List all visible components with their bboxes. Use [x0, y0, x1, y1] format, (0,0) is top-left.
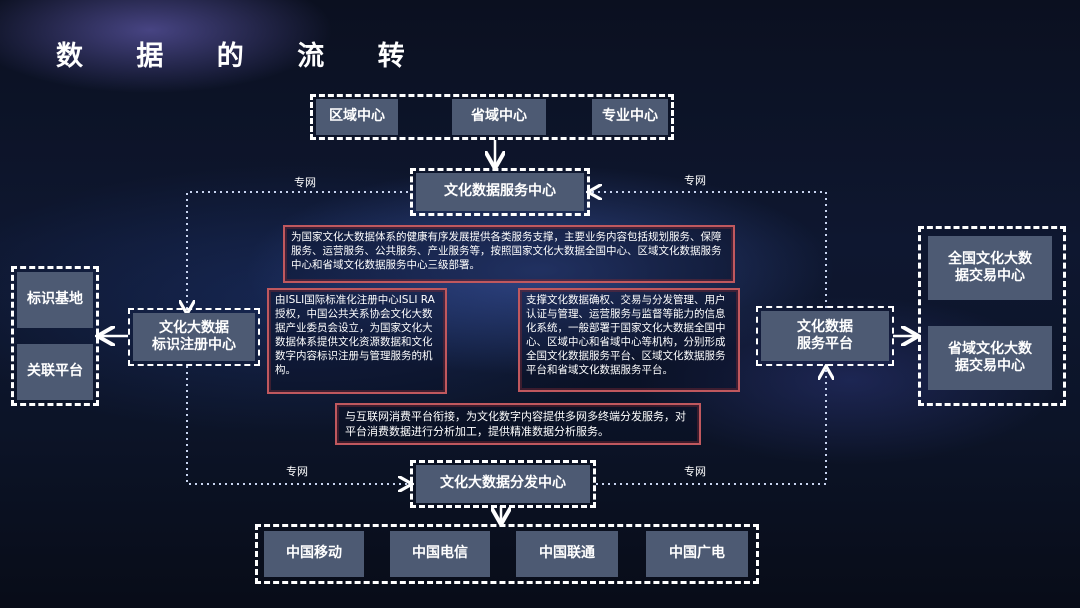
top-centers-group: [310, 94, 674, 140]
private-network-label-br: 专网: [684, 465, 706, 478]
node-identifier-base: 标识基地: [17, 272, 93, 328]
left-group: [11, 266, 99, 406]
private-network-label-bl: 专网: [286, 465, 308, 478]
node-regional-center: 区域中心: [316, 99, 398, 135]
operators-group: [255, 524, 759, 584]
dotted-service-to-registry: [187, 191, 408, 312]
node-provincial-exchange: 省域文化大数 据交易中心: [928, 326, 1052, 390]
right-group: [918, 226, 1066, 406]
desc-platform: 支撑文化数据确权、交易与分发管理、用户认证与管理、运营服务与监督等能力的信息化系…: [518, 288, 740, 392]
private-network-label-tl: 专网: [294, 176, 316, 189]
distribution-frame: [410, 460, 596, 508]
node-china-broadnet: 中国广电: [646, 531, 748, 577]
node-provincial-center: 省域中心: [452, 99, 546, 135]
dotted-distribution-to-platform: [596, 368, 826, 485]
private-network-label-tr: 专网: [684, 174, 706, 187]
desc-distribution: 与互联网消费平台衔接，为文化数字内容提供多网多终端分发服务，对平台消费数据进行分…: [335, 403, 701, 445]
node-china-telecom: 中国电信: [390, 531, 490, 577]
node-service-platform: 文化数据 服务平台: [761, 311, 889, 361]
node-registry-center: 文化大数据 标识注册中心: [133, 313, 255, 361]
node-china-unicom: 中国联通: [516, 531, 618, 577]
node-national-exchange: 全国文化大数 据交易中心: [928, 236, 1052, 300]
node-professional-center: 专业中心: [592, 99, 668, 135]
node-service-center: 文化数据服务中心: [416, 173, 584, 211]
node-china-mobile: 中国移动: [264, 531, 364, 577]
node-distribution-center: 文化大数据分发中心: [416, 465, 590, 503]
page-title: 数 据 的 流 转: [56, 41, 427, 72]
dotted-platform-to-service: [590, 192, 827, 308]
desc-service-center: 为国家文化大数据体系的健康有序发展提供各类服务支撑，主要业务内容包括规划服务、保…: [283, 225, 735, 283]
service-center-frame: [410, 168, 590, 216]
registry-frame: [128, 308, 260, 366]
desc-registry: 由ISLI国际标准化注册中心ISLI RA授权，中国公共关系协会文化大数据产业委…: [267, 288, 447, 394]
platform-frame: [756, 306, 894, 366]
node-association-platform: 关联平台: [17, 344, 93, 400]
